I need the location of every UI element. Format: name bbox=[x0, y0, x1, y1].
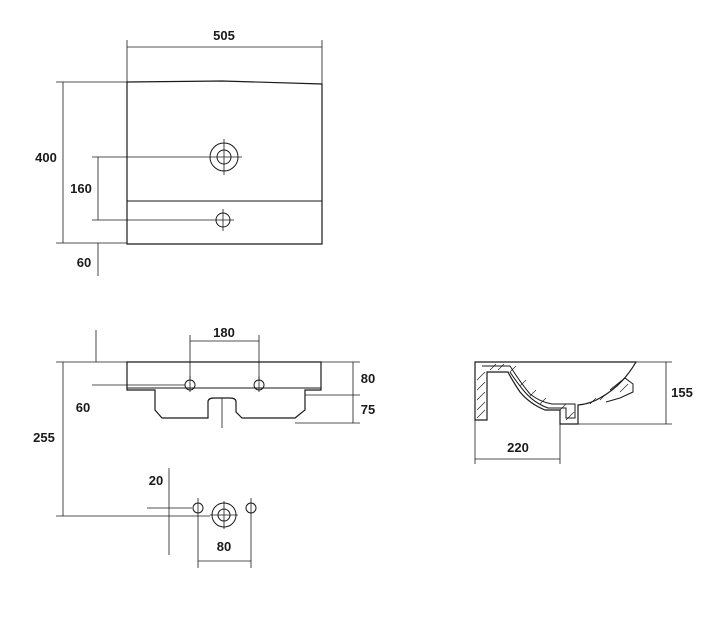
label-20: 20 bbox=[149, 473, 163, 488]
dimension-60-front: 60 bbox=[76, 330, 185, 415]
dimension-180: 180 bbox=[189, 325, 260, 380]
overflow-hole-symbol bbox=[212, 209, 234, 231]
section-inner-profile bbox=[482, 365, 576, 419]
dimension-80-75: 80 75 bbox=[295, 361, 375, 424]
label-80-front: 80 bbox=[361, 371, 375, 386]
label-180: 180 bbox=[213, 325, 235, 340]
label-400: 400 bbox=[35, 150, 57, 165]
dimension-220: 220 bbox=[474, 420, 561, 464]
label-505: 505 bbox=[213, 28, 235, 43]
top-view: 505 400 160 60 bbox=[35, 28, 323, 276]
drain-right-hole bbox=[245, 498, 257, 568]
dimension-255: 255 bbox=[33, 361, 210, 517]
label-75-front: 75 bbox=[361, 402, 375, 417]
label-255: 255 bbox=[33, 430, 55, 445]
section-view: 155 220 bbox=[474, 361, 693, 464]
top-view-outline bbox=[126, 80, 323, 245]
tap-hole-symbol bbox=[206, 139, 242, 175]
label-160: 160 bbox=[70, 181, 92, 196]
label-60-top: 60 bbox=[77, 255, 91, 270]
dimension-505: 505 bbox=[126, 28, 323, 244]
drain-detail: 20 80 bbox=[147, 468, 257, 568]
dimension-160: 160 bbox=[70, 156, 212, 221]
front-view-outline bbox=[126, 361, 322, 419]
section-right-rim bbox=[605, 377, 634, 403]
dimension-400: 400 bbox=[35, 81, 127, 244]
label-220: 220 bbox=[507, 440, 529, 455]
section-hatching bbox=[476, 363, 629, 421]
label-80-drain: 80 bbox=[217, 539, 231, 554]
section-outer-profile bbox=[474, 361, 638, 425]
label-155: 155 bbox=[671, 385, 693, 400]
label-60-front: 60 bbox=[76, 400, 90, 415]
drain-center-symbol bbox=[210, 501, 238, 529]
drain-left-hole bbox=[192, 498, 204, 568]
dimension-60-top: 60 bbox=[77, 243, 99, 276]
dimension-155: 155 bbox=[578, 361, 693, 425]
front-view: 180 60 255 80 75 bbox=[33, 325, 375, 517]
